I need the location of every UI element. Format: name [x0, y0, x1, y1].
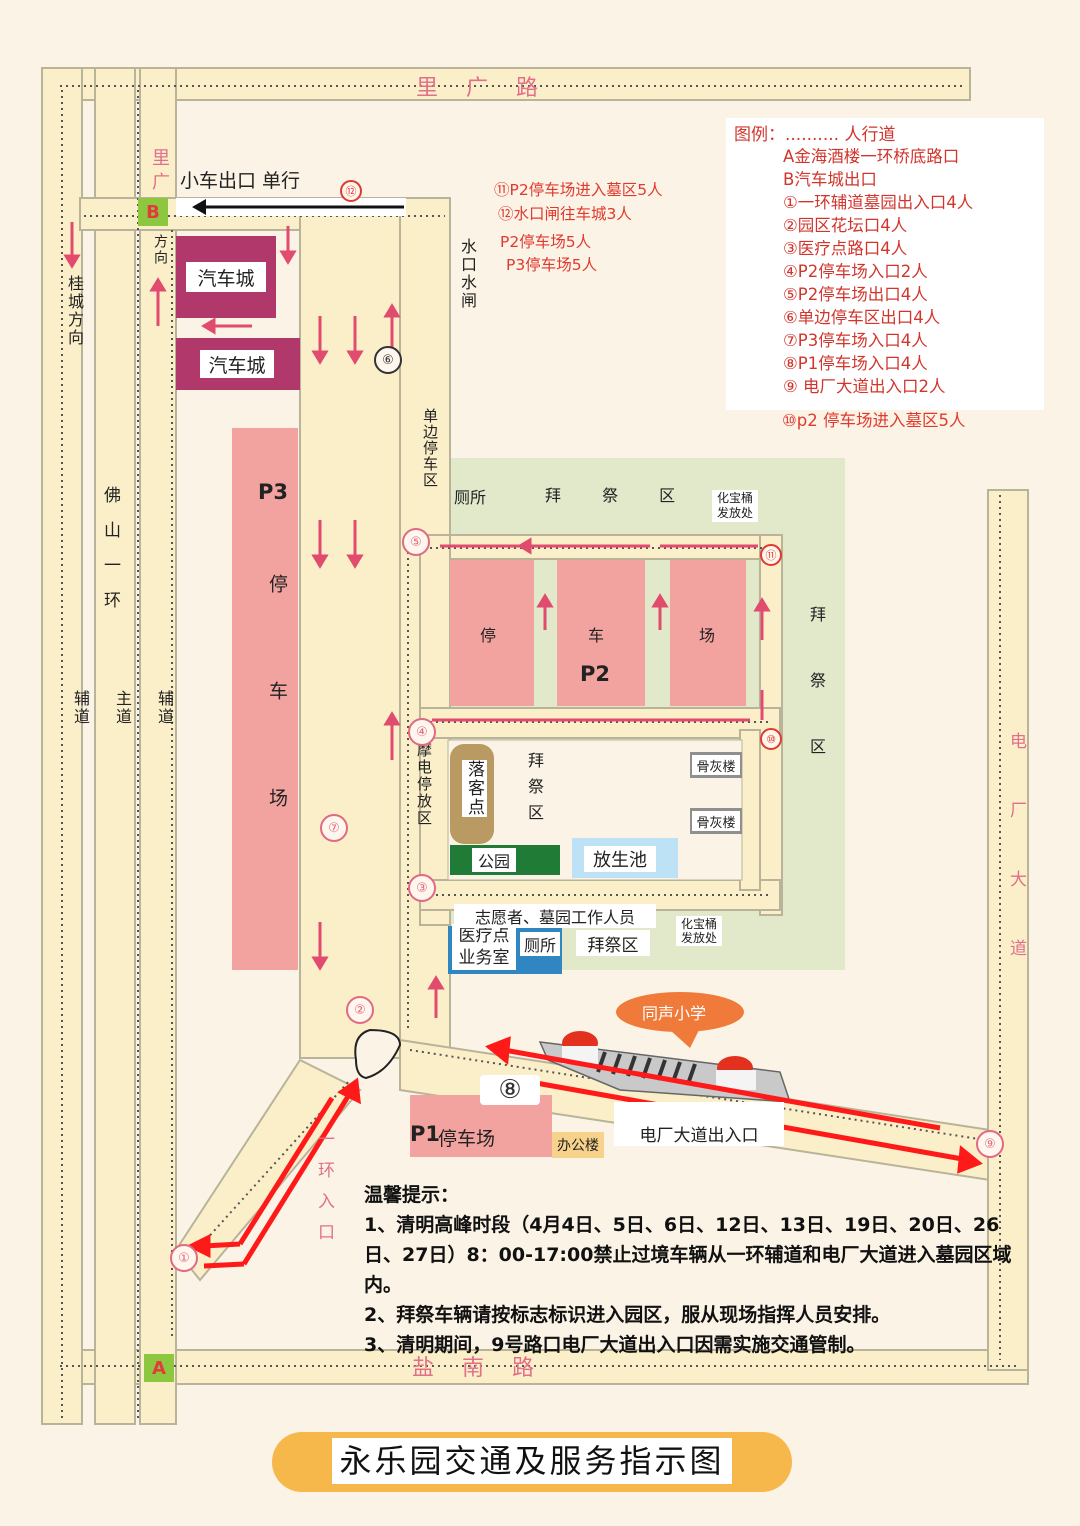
legend-item: A金海酒楼一环桥底路口 — [783, 147, 960, 166]
p2-lot-3 — [670, 560, 746, 706]
toilet-upper-label: 厕所 — [454, 488, 487, 507]
p3-label: P3 — [258, 480, 289, 504]
staff-note-3: P2停车场5人 — [500, 233, 592, 251]
legend-item: ②园区花坛口4人 — [783, 216, 908, 235]
fangsheng-label: 放生池 — [584, 846, 656, 872]
ring-entrance-label: 一环入口 — [314, 1130, 334, 1254]
legend-item: ④P2停车场入口2人 — [783, 262, 928, 281]
left-aux-road-label: 辅道 — [71, 690, 90, 726]
park-label: 公园 — [472, 848, 516, 872]
legend-item: ⑤P2停车场出口4人 — [783, 285, 928, 304]
luoke-label: 落客点 — [462, 760, 487, 817]
tips-line-2: 2、拜祭车辆请按标志标识进入园区，服从现场指挥人员安排。 — [364, 1304, 891, 1326]
autocity-label-1: 汽车城 — [186, 262, 266, 292]
p2-lot-1-label: 停 — [480, 626, 497, 645]
point-9: ⑨ — [976, 1130, 1004, 1158]
tips-line-1: 1、清明高峰时段（4月4日、5日、6日、12日、13日、19日、20日、26日、… — [364, 1214, 1012, 1296]
legend-item: ①一环辅道墓园出入口4人 — [783, 193, 974, 212]
legend-item: ⑩p2 停车场进入墓区5人 — [782, 411, 966, 430]
legend-item: ⑥单边停车区出口4人 — [783, 308, 941, 327]
red-route-arrows — [186, 1036, 983, 1269]
point-5: ⑤ — [402, 528, 430, 556]
point-7: ⑦ — [320, 814, 348, 842]
p2-label: P2 — [580, 662, 611, 686]
legend-item: ⑧P1停车场入口4人 — [783, 354, 928, 373]
main-road-label: 主道 — [113, 690, 132, 726]
tips-line-3: 3、清明期间，9号路口电厂大道出入口因需实施交通管制。 — [364, 1334, 866, 1356]
point-3: ③ — [408, 874, 436, 902]
autocity-label-2: 汽车城 — [200, 350, 274, 378]
tips-title: 温馨提示： — [364, 1184, 460, 1206]
road-name-ligang: 里广 — [149, 148, 170, 196]
legend-item: B汽车城出口 — [783, 170, 877, 189]
moto-parking-label: 摩电停放区 — [415, 742, 433, 827]
baiji-center-label: 拜祭区 — [525, 752, 544, 830]
legend-item: ⑨ 电厂大道出入口2人 — [783, 377, 946, 396]
point-8: ⑧ — [480, 1075, 540, 1105]
baiji-upper-label: 拜 祭 区 — [545, 486, 694, 505]
p3-parking-text: 停车场 — [266, 574, 288, 895]
p2-lot-1 — [450, 560, 534, 706]
baiji-lower-label: 拜祭区 — [576, 930, 650, 956]
point-2: ② — [346, 996, 374, 1024]
road-name-bottom: 盐南路 — [412, 1356, 563, 1381]
school-bubble-tail — [670, 1028, 700, 1048]
title-banner: 永乐园交通及服务指示图 — [272, 1432, 792, 1492]
point-1: ① — [170, 1244, 198, 1272]
staff-note-1: ⑪P2停车场进入墓区5人 — [494, 181, 663, 199]
shuikou-label: 水口水闸 — [458, 238, 477, 310]
staff-note-2: ⑫水口闸往车城3人 — [498, 205, 632, 223]
dianchang-road-label: 电厂大道 — [1006, 732, 1026, 1008]
legend-item: ③医疗点路口4人 — [783, 239, 908, 258]
guhui-label-1: 骨灰楼 — [692, 755, 740, 775]
marker-b: B — [138, 198, 168, 226]
huabao-upper-label: 化宝桶发放处 — [712, 490, 758, 522]
legend-title: 图例：.......... 人行道 — [734, 125, 896, 145]
office-label: 办公楼 — [552, 1132, 604, 1158]
direction-label: 方向 — [152, 234, 168, 266]
p1-parking-text: 停车场 — [438, 1128, 496, 1150]
exit-label: 小车出口 单行 — [180, 170, 301, 192]
legend-item: ⑦P3停车场入口4人 — [783, 331, 928, 350]
dianchang-exit-label: 电厂大道出入口 — [614, 1102, 784, 1146]
point-12: ⑫ — [340, 180, 362, 202]
p2-lot-2-label: 车 — [588, 626, 605, 645]
p1-label: P1 — [410, 1122, 441, 1146]
direction-arrows — [63, 222, 771, 1018]
p3-parking-block — [232, 428, 298, 970]
point-11: ⑪ — [760, 544, 782, 566]
marker-a: A — [144, 1354, 174, 1382]
guhui-label-2: 骨灰楼 — [692, 811, 740, 831]
roundabout — [354, 1028, 402, 1080]
huabao-lower-label: 化宝桶发放处 — [676, 916, 722, 946]
school-bubble — [616, 992, 744, 1032]
clinic-label: 医疗点业务室 — [452, 924, 516, 970]
p1-parking-block — [410, 1095, 552, 1157]
exit-arrow — [176, 198, 406, 216]
road-name-top: 里广路 — [416, 76, 567, 101]
legend-panel: 图例：.......... 人行道 A金海酒楼一环桥底路口 B汽车城出口 ①一环… — [726, 118, 1044, 410]
baiji-right-label: 拜祭区 — [807, 606, 826, 804]
point-10: ⑩ — [760, 728, 782, 750]
map-title: 永乐园交通及服务指示图 — [332, 1438, 732, 1484]
single-parking-label: 单边停车区 — [421, 408, 439, 488]
toilet-lower-label: 厕所 — [520, 932, 560, 956]
staff-note-4: P3停车场5人 — [506, 256, 598, 274]
right-aux-road-label: 辅道 — [155, 690, 174, 726]
foshan-ring-label: 佛山一环 — [100, 486, 120, 626]
point-6: ⑥ — [374, 346, 402, 374]
guicheng-direction-label: 桂城方向 — [65, 275, 84, 347]
point-4: ④ — [408, 718, 436, 746]
p2-lot-2 — [557, 560, 645, 706]
volunteer-label: 志愿者、墓园工作人员 — [454, 904, 656, 928]
tips-panel: 温馨提示： 1、清明高峰时段（4月4日、5日、6日、12日、13日、19日、20… — [364, 1180, 1014, 1360]
p2-lot-3-label: 场 — [699, 626, 716, 645]
school-label: 同声小学 — [642, 1004, 707, 1023]
